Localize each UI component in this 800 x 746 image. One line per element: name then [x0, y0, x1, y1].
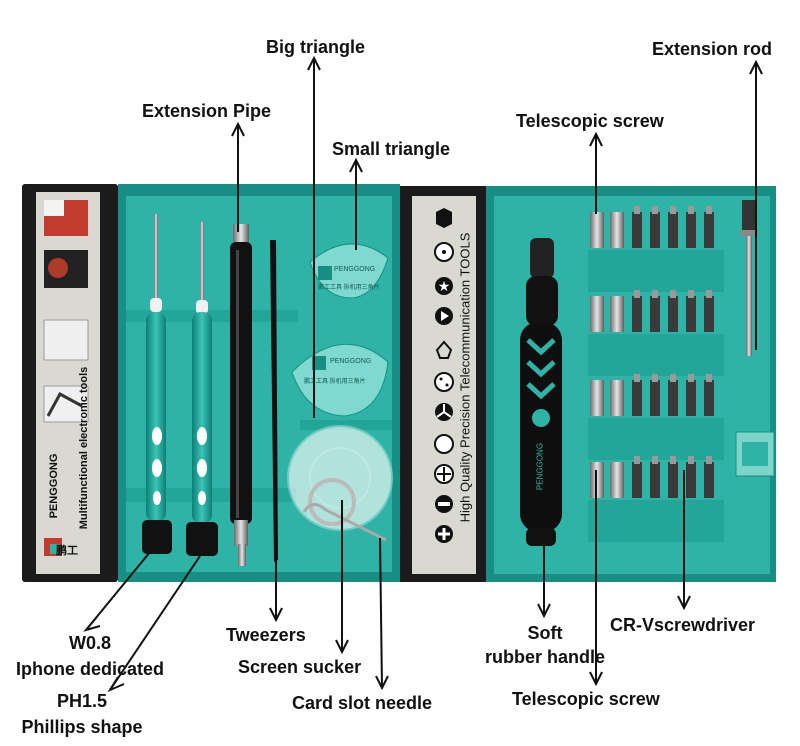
crv-bit: [686, 462, 696, 498]
label-screen-sucker: Screen sucker: [238, 657, 362, 677]
crv-bit-tip: [670, 206, 676, 214]
crv-bits: [632, 206, 714, 498]
label-tweezers: Tweezers: [226, 625, 306, 645]
crv-bit-tip: [706, 374, 712, 382]
crv-bit: [668, 462, 678, 498]
label-ph15-line1: PH1.5: [56, 691, 108, 711]
label-w08: W0.8 Iphone dedicated: [0, 632, 180, 680]
big-triangle-pick: [291, 343, 389, 417]
ph15-screwdriver: [186, 222, 218, 556]
label-w08-line1: W0.8: [68, 633, 111, 653]
crv-bit-tip: [670, 456, 676, 464]
label-extension-rod: Extension rod: [652, 39, 773, 59]
spine-brand: PENGGONG: [48, 453, 60, 519]
label-extension-pipe: Extension Pipe: [142, 101, 272, 121]
crv-bit-tip: [652, 206, 658, 214]
crv-bit: [686, 296, 696, 332]
crv-bit-tip: [688, 374, 694, 382]
label-crv-screwdriver: CR-Vscrewdriver: [610, 615, 756, 635]
crv-bit-tip: [652, 290, 658, 298]
pick-text-big: 鹏工工具 拆机用三角片: [304, 379, 366, 385]
crv-bit: [704, 462, 714, 498]
crv-bit: [650, 296, 660, 332]
crv-bit: [632, 462, 642, 498]
pick-brand-small: PENGGONG: [334, 266, 376, 273]
crv-bit: [704, 296, 714, 332]
svg-text:★: ★: [438, 278, 451, 294]
crv-bit: [650, 212, 660, 248]
crv-bit-tip: [706, 456, 712, 464]
label-soft-rubber-handle: Soft rubber handle: [450, 622, 640, 668]
crv-bit: [632, 296, 642, 332]
crv-bit: [668, 296, 678, 332]
label-soft-line2: rubber handle: [484, 647, 605, 667]
crv-bit: [650, 462, 660, 498]
crv-bit: [632, 212, 642, 248]
label-ph15: PH1.5 Phillips shape: [0, 690, 164, 738]
left-spine-panel: [22, 184, 118, 582]
bit-icon-column: ★: [434, 208, 454, 543]
screen-sucker: [287, 425, 393, 531]
crv-bit-tip: [670, 290, 676, 298]
label-soft-line1: Soft: [527, 623, 563, 643]
w08-screwdriver: [142, 214, 172, 554]
crv-bit: [650, 380, 660, 416]
crv-bit-tip: [634, 374, 640, 382]
extension-rod: [740, 200, 758, 356]
callout-lines: [83, 55, 763, 693]
crv-bit: [704, 212, 714, 248]
crv-bit: [668, 380, 678, 416]
crv-bit-tip: [652, 374, 658, 382]
label-w08-line2: Iphone dedicated: [15, 659, 165, 679]
crv-bit-tip: [634, 456, 640, 464]
crv-bit: [704, 380, 714, 416]
crv-bit-tip: [652, 456, 658, 464]
pick-text-small: 鹏工工具 拆机用三角片: [318, 285, 380, 291]
soft-rubber-handle: [520, 238, 562, 546]
card-tagline: High Quality Precision Telecommunication…: [457, 232, 473, 523]
crv-bit: [668, 212, 678, 248]
card-slot-needle: [302, 503, 387, 542]
label-telescopic-screw-top: Telescopic screw: [516, 111, 664, 131]
crv-bit: [686, 212, 696, 248]
crv-bit-tip: [688, 206, 694, 214]
crv-bit: [686, 380, 696, 416]
pick-brand-big: PENGGONG: [330, 358, 372, 365]
crv-bit-tip: [688, 456, 694, 464]
spine-text: Multifunctional electronic tools: [78, 366, 90, 530]
crv-bit-tip: [688, 290, 694, 298]
crv-bit-tip: [670, 374, 676, 382]
label-telescopic-screw-bottom: Telescopic screw: [512, 689, 660, 709]
small-triangle-pick: [309, 243, 389, 299]
label-card-slot-needle: Card slot needle: [292, 693, 433, 713]
extension-pipe: [230, 224, 252, 566]
label-small-triangle: Small triangle: [332, 139, 451, 159]
crv-bit-tip: [634, 290, 640, 298]
crv-bit: [632, 380, 642, 416]
spine-brand-cn: 鹏工: [56, 545, 78, 557]
tweezers: [270, 240, 278, 562]
label-ph15-line2: Phillips shape: [21, 717, 143, 737]
label-big-triangle: Big triangle: [266, 37, 366, 57]
crv-bit-tip: [706, 290, 712, 298]
handle-brand: PENGGONG: [535, 442, 545, 491]
crv-bit-tip: [634, 206, 640, 214]
crv-bit-tip: [706, 206, 712, 214]
